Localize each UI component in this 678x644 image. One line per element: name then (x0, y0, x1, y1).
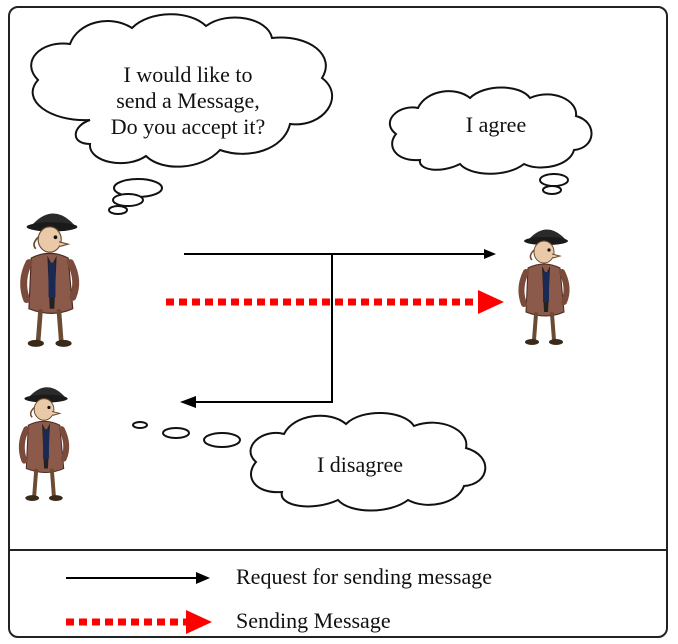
legend-divider (10, 549, 666, 551)
agree-thought-cloud (389, 86, 593, 195)
agree-bubble-text: I agree (465, 112, 527, 137)
legend-request-label: Request for sending message (236, 564, 492, 589)
sending-message-arrowhead (478, 290, 504, 314)
request-arrowhead-rejecter (180, 396, 196, 408)
request-thought-cloud (30, 13, 334, 215)
disagree-thought-cloud (132, 412, 487, 512)
accepter-person-icon (521, 229, 568, 345)
sender-person-icon (24, 214, 78, 347)
request-arrow-to-rejecter (192, 254, 333, 403)
legend-sending-label: Sending Message (236, 608, 391, 633)
rejecter-person-icon (22, 387, 68, 501)
legend-sending-arrowhead (186, 610, 212, 634)
legend-request-arrowhead (196, 572, 210, 584)
request-bubble-text: I would like to send a Message, Do you a… (110, 62, 266, 139)
disagree-bubble-text: I disagree (316, 452, 404, 477)
